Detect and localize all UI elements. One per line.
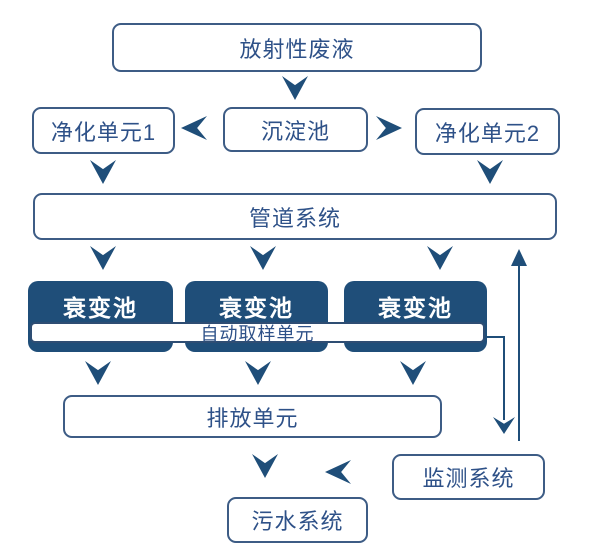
- connector-sampling-vertical: [503, 336, 505, 420]
- arrow-down-icon: [400, 361, 426, 385]
- node-monitoring-system: 监测系统: [392, 454, 545, 500]
- connector-feedback-vertical: [518, 258, 520, 441]
- node-purification-unit-2: 净化单元2: [415, 108, 560, 155]
- arrow-down-icon: [250, 246, 276, 270]
- arrow-down-icon: [282, 76, 308, 100]
- node-pipeline-system-label: 管道系统: [248, 205, 341, 231]
- node-purification-unit-1: 净化单元1: [32, 107, 175, 154]
- node-decay-tank-2-label: 衰变池: [219, 295, 294, 321]
- node-radioactive-waste: 放射性废液: [112, 23, 482, 72]
- arrow-down-icon: [252, 454, 278, 478]
- node-monitoring-system-label: 监测系统: [422, 466, 515, 491]
- arrow-down-icon: [85, 361, 111, 385]
- connector-sampling-horizontal: [487, 336, 505, 338]
- node-discharge-unit-label: 排放单元: [206, 405, 299, 431]
- arrow-up-icon: [511, 249, 527, 266]
- node-decay-tank-3-label: 衰变池: [378, 295, 453, 321]
- arrow-down-icon: [90, 246, 116, 270]
- arrow-down-icon: [90, 160, 116, 184]
- node-auto-sampling-unit-label: 自动取样单元: [200, 323, 315, 344]
- node-radioactive-waste-label: 放射性废液: [239, 36, 355, 62]
- node-purification-unit-1-label: 净化单元1: [50, 119, 157, 145]
- node-discharge-unit: 排放单元: [63, 395, 442, 438]
- arrow-left-icon: [181, 116, 207, 140]
- node-sewage-system: 污水系统: [227, 497, 368, 543]
- arrow-left-icon: [325, 460, 351, 484]
- node-purification-unit-2-label: 净化单元2: [434, 120, 541, 146]
- node-decay-tank-1-label: 衰变池: [63, 295, 138, 321]
- arrow-down-icon: [427, 246, 453, 270]
- arrow-down-icon: [477, 160, 503, 184]
- node-settling-tank-label: 沉淀池: [260, 118, 330, 144]
- node-sewage-system-label: 污水系统: [251, 509, 344, 534]
- node-pipeline-system: 管道系统: [33, 193, 557, 240]
- arrow-right-icon: [376, 116, 402, 140]
- node-settling-tank: 沉淀池: [223, 107, 368, 152]
- node-auto-sampling-unit: 自动取样单元: [30, 322, 485, 344]
- arrow-down-icon: [245, 361, 271, 385]
